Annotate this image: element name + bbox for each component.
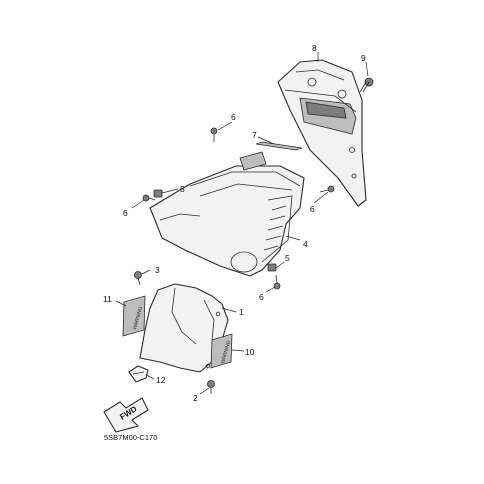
under-cowling-part-4 <box>149 151 305 277</box>
callout-11: 11 <box>103 294 112 304</box>
sticker-part-10: WARNING <box>210 333 233 369</box>
callout-7: 7 <box>252 130 257 140</box>
callout-8: 8 <box>312 43 317 53</box>
clip-part-5-left <box>153 189 163 198</box>
fwd-arrow: FWD <box>103 397 149 433</box>
leader-lines <box>115 52 369 395</box>
callout-3: 3 <box>155 265 160 275</box>
callout-2: 2 <box>193 393 198 403</box>
screw-part-3 <box>134 271 142 286</box>
callout-6-top: 6 <box>231 112 236 122</box>
screw-part-6-right-lower <box>273 274 281 290</box>
callout-10: 10 <box>245 347 255 357</box>
callout-6-right-lower: 6 <box>259 292 264 302</box>
bolt-part-2 <box>207 380 215 394</box>
strip-part-7 <box>255 141 303 151</box>
screw-part-6-left <box>142 194 156 202</box>
screw-part-6-right-upper <box>319 185 335 193</box>
callout-9: 9 <box>361 53 366 63</box>
callout-4: 4 <box>303 239 308 249</box>
drawing-code: 5SB7M00-C170 <box>104 433 158 442</box>
callout-5-left: 5 <box>180 184 185 194</box>
sticker-part-11: WARNING <box>122 295 146 337</box>
rear-panel-part-8 <box>277 59 367 207</box>
bolt-part-9 <box>359 77 374 93</box>
callout-6-right-upper: 6 <box>310 204 315 214</box>
callout-5-right: 5 <box>285 253 290 263</box>
clip-part-5-right <box>267 263 277 272</box>
callout-6-left: 6 <box>123 208 128 218</box>
callout-1: 1 <box>239 307 244 317</box>
screw-part-6-top <box>210 127 218 142</box>
callout-12: 12 <box>156 375 166 385</box>
clip-nut-part-12 <box>128 365 149 383</box>
